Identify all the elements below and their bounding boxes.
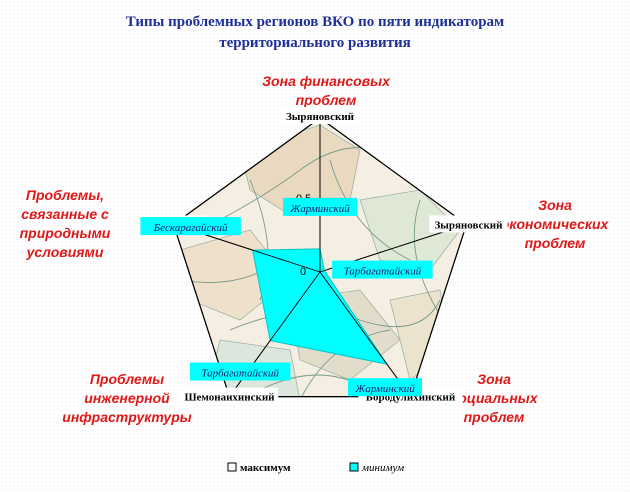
- point-label: Тарбагатайский: [201, 368, 279, 380]
- map-road: [329, 159, 411, 261]
- legend-swatch: [349, 462, 359, 472]
- chart-title-line-1: Типы проблемных регионов ВКО по пяти инд…: [125, 14, 505, 30]
- axis-label: Зыряновский: [286, 111, 355, 123]
- zone-financial: Зона финансовых проблем: [262, 73, 390, 108]
- axis-label-box: [429, 215, 508, 233]
- radar-spoke: [319, 271, 411, 397]
- chart-legend: максимум минимум: [227, 462, 404, 474]
- tick-label: 0: [300, 266, 306, 278]
- point-label: Жарминский: [354, 383, 415, 395]
- point-label-box: [140, 217, 241, 236]
- point-label-box: [283, 197, 357, 216]
- legend-label: минимум: [361, 462, 404, 474]
- radar-series: [172, 117, 468, 398]
- point-label-box: [347, 378, 422, 397]
- axis-label-box: [180, 387, 279, 405]
- point-label-box: [332, 260, 433, 279]
- axis-label: Шемонаихинский: [184, 392, 275, 404]
- point-label: Бескарагайский: [153, 222, 228, 234]
- point-label: Жарминский: [289, 203, 350, 215]
- series-minimum: [252, 248, 389, 365]
- axis-label-box: [280, 107, 360, 124]
- chart-title-line-2: территориального развития: [219, 35, 411, 51]
- axis-label: Зыряновский: [434, 219, 503, 231]
- radar-labels: 0,50ЗыряновскийЗыряновскийБородулихински…: [135, 107, 508, 405]
- chart-title: Типы проблемных регионов ВКО по пяти инд…: [0, 12, 630, 54]
- series-maximum: [172, 117, 468, 398]
- zone-natural-conditions: Проблемы, связанные с природными условия…: [19, 187, 111, 260]
- legend-swatch: [227, 462, 237, 472]
- zone-economic: Зона экономических проблем: [501, 197, 609, 251]
- zone-infrastructure: Проблемы инженерной инфраструктуры: [62, 371, 192, 425]
- point-label: Тарбагатайский: [344, 266, 422, 278]
- point-label-box: [190, 362, 291, 381]
- map-region: [359, 189, 461, 271]
- map-road: [199, 147, 381, 231]
- zone-social: Зона социальных проблем: [450, 371, 538, 425]
- legend-label: максимум: [240, 462, 291, 474]
